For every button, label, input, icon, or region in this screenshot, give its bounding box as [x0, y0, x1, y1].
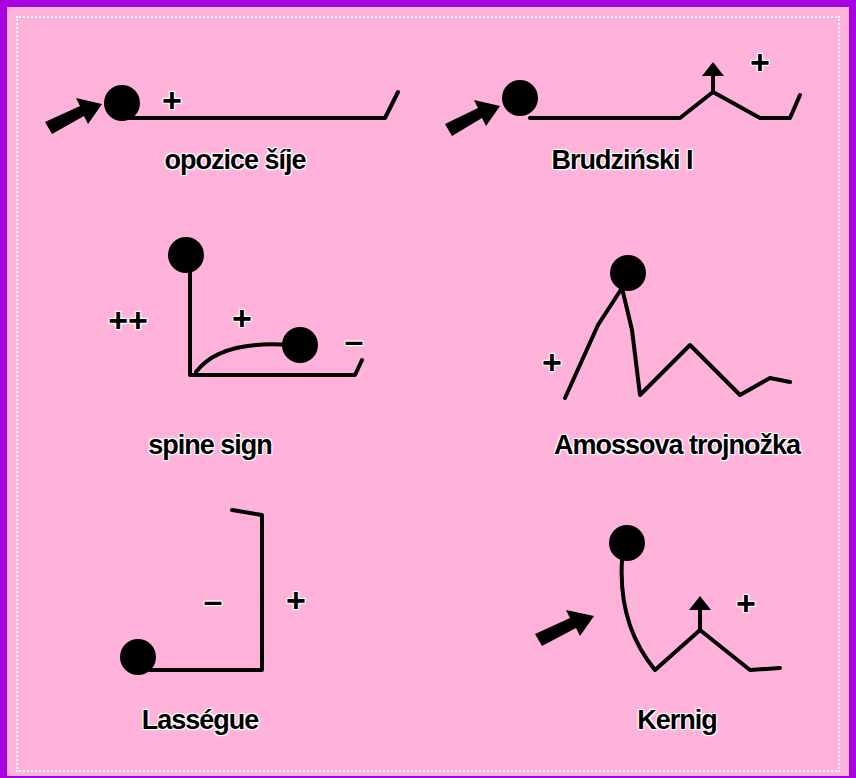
head — [168, 237, 204, 273]
sign-symbol: – — [204, 581, 223, 620]
push-arrow — [445, 100, 500, 136]
push-arrow — [45, 98, 102, 134]
head — [120, 639, 156, 675]
head — [610, 255, 646, 291]
sign-name: spine sign — [148, 430, 272, 461]
sign-name: Amossova trojnožka — [554, 430, 800, 461]
sign-name: Lasségue — [142, 705, 259, 736]
body-line — [622, 560, 780, 670]
arrow-stem — [711, 75, 715, 92]
head — [282, 327, 318, 363]
sign-symbol: + — [232, 299, 252, 338]
body-line — [196, 344, 290, 372]
body-line — [190, 265, 362, 375]
push-arrow — [535, 610, 594, 646]
head — [609, 525, 645, 561]
sign-symbol: + — [736, 584, 756, 623]
head — [502, 80, 538, 116]
body-line — [530, 92, 800, 118]
body-line — [150, 510, 262, 670]
body-line — [565, 288, 790, 398]
sign-symbol: ++ — [108, 301, 148, 340]
up-arrow — [689, 596, 711, 610]
sign-symbol: + — [750, 43, 770, 82]
sign-name: opozice šíje — [164, 145, 305, 176]
up-arrow — [702, 62, 724, 76]
sign-name: Brudziński I — [551, 145, 692, 176]
sign-symbol: + — [542, 343, 562, 382]
sign-name: Kernig — [637, 705, 717, 736]
sign-symbol: + — [286, 581, 306, 620]
head — [104, 85, 140, 121]
sign-symbol: – — [345, 321, 364, 360]
sign-symbol: + — [162, 81, 182, 120]
arrow-stem — [698, 610, 702, 630]
